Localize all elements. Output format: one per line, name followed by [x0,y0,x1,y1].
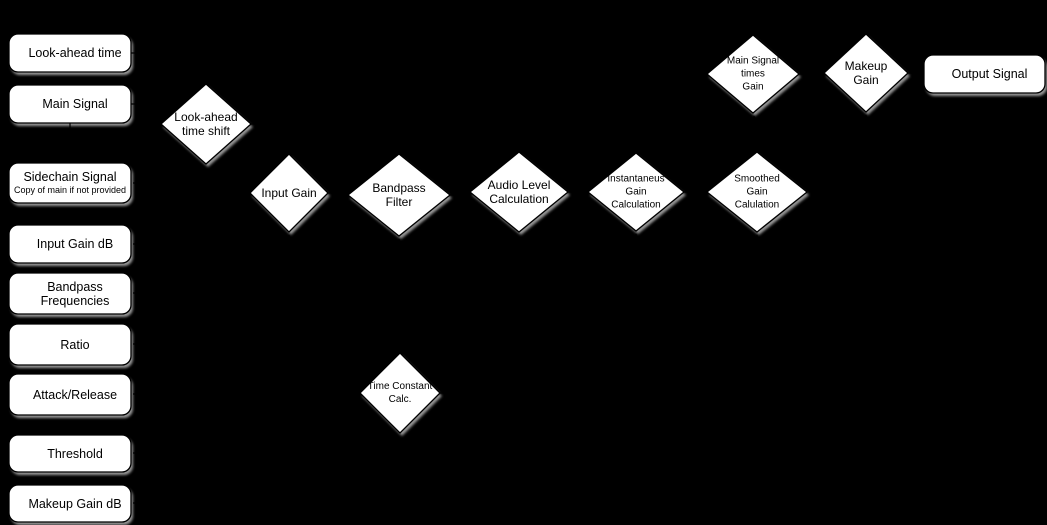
process-diamond-smoothed-gain-calulation [705,151,809,233]
edge-smoothed-to-main-times-gain [751,115,758,151]
edge-time-constant-to-smoothed [440,234,760,394]
edge-look-ahead-time-to-shift [131,52,209,82]
edge-sidechain-to-input-gain [133,182,248,196]
input-box-attack-release [8,373,132,416]
input-box-makeup-gain-db [8,484,132,523]
connector-layer [67,52,922,504]
edge-bandpass-freq-to-bandpass [133,238,402,294]
output-box-output-signal [923,54,1046,94]
edge-ratio-to-instantaneus [133,233,639,345]
input-box-input-gain-db [8,224,132,264]
edge-shift-to-main-times-gain [251,71,705,125]
input-box-sidechain-signal [8,162,132,204]
edge-main-signal-to-shift [131,103,159,127]
process-diamond-audio-level-calculation [468,151,570,233]
edge-makeup-to-output [908,71,922,77]
process-diamond-look-ahead-time-shift [160,83,252,165]
input-box-bandpass-frequencies [8,272,132,315]
edge-makeup-gain-db-to-makeup [133,114,869,504]
shadow-layer [11,37,1047,525]
edge-threshold-to-instantaneus [133,233,639,454]
input-box-look-ahead-time [8,33,132,73]
process-diamond-input-gain [249,153,329,233]
input-box-main-signal [8,84,132,124]
process-diamond-time-constant-calc [359,352,441,434]
process-diamond-instantaneus-gain-calculation [586,152,686,232]
edge-main-times-gain-to-makeup [799,70,822,76]
edge-input-gain-to-bandpass [328,192,346,198]
process-diamond-bandpass-filter [346,153,452,237]
input-box-threshold [8,434,132,473]
input-box-ratio [8,323,132,366]
process-diamond-makeup-gain [823,33,909,113]
edge-input-gain-db-to-input-gain [133,234,292,245]
shape-layer [8,33,1046,523]
edge-bandpass-to-audio-level [450,189,468,196]
process-diamond-main-signal-times-gain [705,34,801,114]
edge-attack-release-to-time-constant [133,390,358,396]
